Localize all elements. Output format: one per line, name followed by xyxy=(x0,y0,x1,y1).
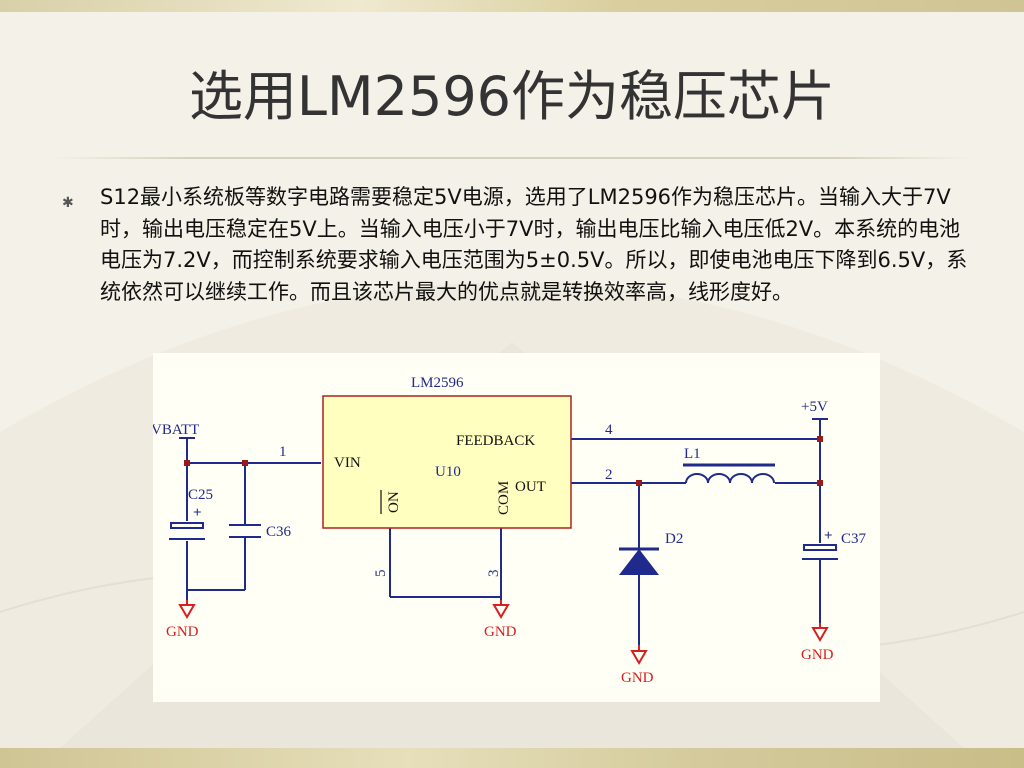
feedback-pin-label: FEEDBACK xyxy=(456,433,535,449)
vbatt-label: VBATT xyxy=(153,422,199,438)
junction-vbatt-c25 xyxy=(184,460,190,466)
c37-label: C37 xyxy=(841,531,867,547)
chip-ref-label: U10 xyxy=(435,464,461,480)
body-paragraph: S12最小系统板等数字电路需要稳定5V电源，选用了LM2596作为稳压芯片。当输… xyxy=(100,185,968,304)
bullet-icon: ✱ xyxy=(62,195,74,211)
d2-label: D2 xyxy=(665,531,683,547)
c25-polarity-sign: + xyxy=(193,505,202,521)
gnd-label: GND xyxy=(484,624,517,640)
gnd-label: GND xyxy=(621,670,654,686)
pin1-label: 1 xyxy=(279,444,287,460)
c36-label: C36 xyxy=(266,524,292,540)
c25-capacitor-symbol xyxy=(169,522,205,540)
schematic-diagram: LM2596 VBATT +5V C25 C36 C37 L1 D2 1 2 4… xyxy=(153,353,880,702)
d2-diode-symbol xyxy=(619,547,659,575)
ground-icon xyxy=(811,623,829,642)
l1-inductor-symbol xyxy=(683,463,775,484)
c36-capacitor-symbol xyxy=(229,524,261,538)
pin3-label: 3 xyxy=(486,570,502,578)
c37-capacitor-symbol xyxy=(802,544,838,560)
top-decor-band xyxy=(0,0,1024,12)
chip-name-label: LM2596 xyxy=(411,375,464,391)
on-pin-label: ON xyxy=(386,491,402,513)
junction-vbatt-c36 xyxy=(242,460,248,466)
out-pin-label: OUT xyxy=(515,479,546,495)
plus5v-label: +5V xyxy=(801,399,828,415)
c25-label: C25 xyxy=(188,487,213,503)
slide-title: 选用LM2596作为稳压芯片 xyxy=(188,65,836,128)
schematic-svg: LM2596 VBATT +5V C25 C36 C37 L1 D2 1 2 4… xyxy=(153,375,867,686)
junction-feedback xyxy=(817,436,823,442)
l1-label: L1 xyxy=(684,446,701,462)
pin5-label: 5 xyxy=(373,570,389,578)
pin2-label: 2 xyxy=(605,467,613,483)
junction-inductor xyxy=(817,480,823,486)
c37-polarity-sign: + xyxy=(824,528,833,544)
ground-icon xyxy=(492,600,510,619)
ground-icon xyxy=(178,600,196,619)
gnd-label: GND xyxy=(166,624,199,640)
pin4-label: 4 xyxy=(605,422,613,438)
junction-out-diode xyxy=(636,480,642,486)
com-pin-label: COM xyxy=(496,481,512,515)
lm2596-chip-body xyxy=(322,395,572,529)
ground-icon xyxy=(630,645,648,665)
gnd-label: GND xyxy=(801,647,834,663)
bottom-decor-band xyxy=(0,748,1024,768)
title-divider xyxy=(52,157,972,159)
vin-pin-label: VIN xyxy=(334,455,361,471)
